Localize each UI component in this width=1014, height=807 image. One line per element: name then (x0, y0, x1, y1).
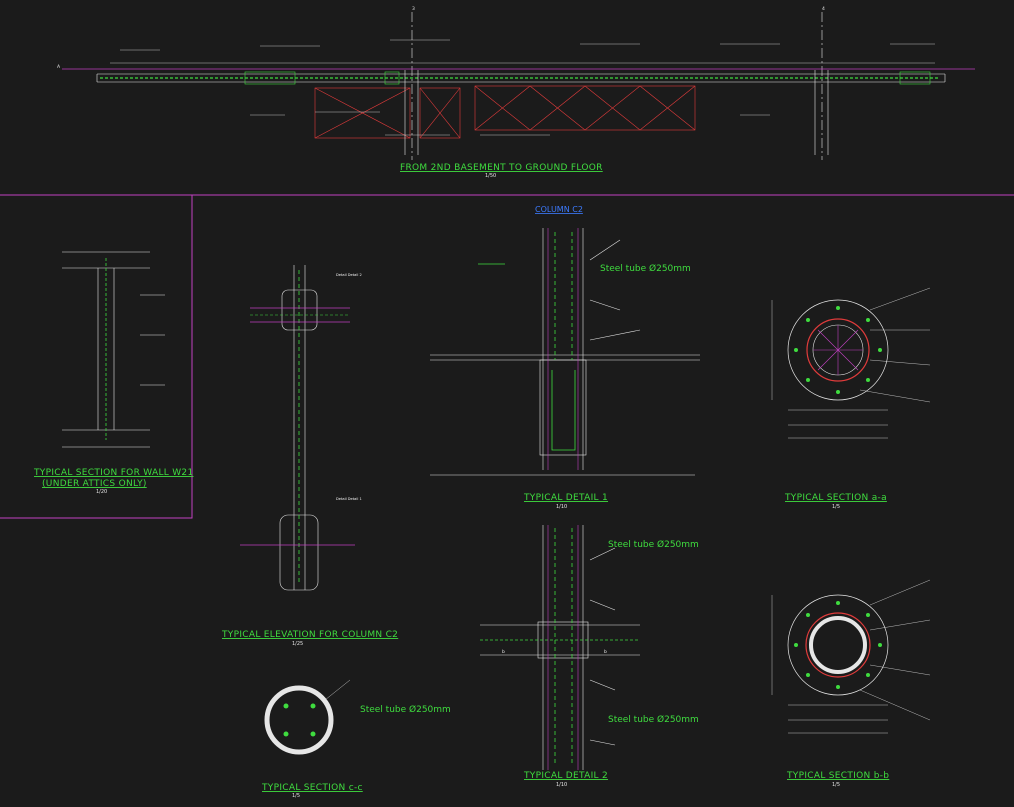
title-wall-sub: (UNDER ATTICS ONLY) (42, 479, 147, 489)
cut-label-b-left: b (502, 649, 505, 655)
basement-beam-plan: 3 4 A (57, 6, 975, 179)
scale-section-cc: 1/5 (292, 793, 300, 799)
title-detail-2: TYPICAL DETAIL 2 (523, 771, 608, 781)
title-wall: TYPICAL SECTION FOR WALL W21 (33, 468, 193, 478)
steel-tube-note-1: Steel tube Ø250mm (600, 263, 691, 274)
label-detail-1: Detail Detail 1 (336, 497, 362, 501)
steel-tube-note-2b: Steel tube Ø250mm (608, 714, 699, 725)
scale-wall: 1/20 (96, 489, 107, 495)
title-detail-1: TYPICAL DETAIL 1 (523, 493, 608, 503)
detail-1: COLUMN C2 Steel tube Ø250mm TYPICAL DETA… (430, 205, 700, 510)
scale-detail-2: 1/10 (556, 782, 567, 788)
grid-label-3: 3 (412, 6, 415, 12)
scale-section-aa: 1/5 (832, 504, 840, 510)
title-section-cc: TYPICAL SECTION c-c (261, 783, 363, 793)
cut-label-b-right: b (604, 649, 607, 655)
column-elevation: Detail Detail 2 Detail Detail 1 TYPICAL … (221, 265, 398, 647)
wall-frame (0, 195, 193, 519)
scale-detail-1: 1/10 (556, 504, 567, 510)
title-section-aa: TYPICAL SECTION a-a (784, 493, 887, 503)
title-column-elevation: TYPICAL ELEVATION FOR COLUMN C2 (221, 630, 398, 640)
label-detail-2: Detail Detail 2 (336, 273, 362, 277)
grid-label-4: 4 (822, 6, 825, 12)
section-bb: TYPICAL SECTION b-b 1/5 (771, 579, 931, 788)
steel-tube-note-cc: Steel tube Ø250mm (360, 704, 451, 715)
scale-section-bb: 1/5 (832, 782, 840, 788)
scale-column-elevation: 1/25 (292, 641, 303, 647)
title-section-bb: TYPICAL SECTION b-b (786, 771, 889, 781)
title-basement: FROM 2ND BASEMENT TO GROUND FLOOR (400, 163, 603, 173)
title-column-c2: COLUMN C2 (535, 205, 583, 214)
grid-label-a: A (57, 64, 61, 70)
section-cc: Steel tube Ø250mm TYPICAL SECTION c-c 1/… (261, 679, 451, 799)
wall-section: TYPICAL SECTION FOR WALL W21 (UNDER ATTI… (33, 251, 193, 495)
scale-basement: 1/50 (485, 173, 496, 179)
steel-tube-note-2a: Steel tube Ø250mm (608, 539, 699, 550)
detail-2: b b Steel tube Ø250mm Steel tube Ø250mm … (480, 525, 699, 788)
section-aa: TYPICAL SECTION a-a 1/5 (771, 287, 931, 510)
